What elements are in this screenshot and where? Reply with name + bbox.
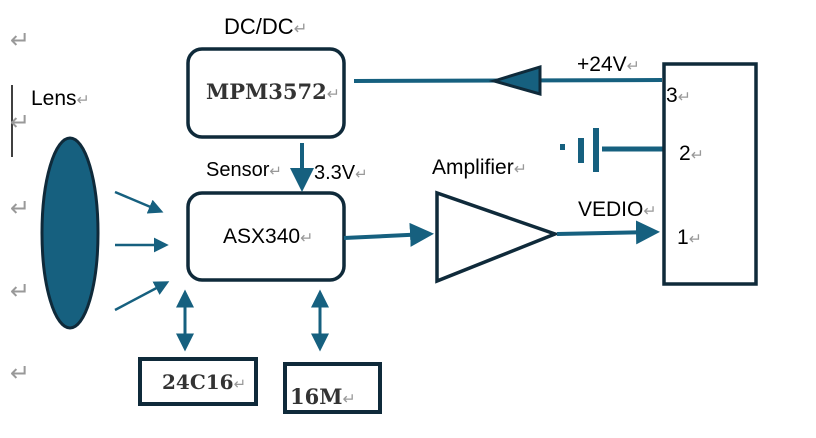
dcdc-box[interactable] [186,47,346,139]
power-arrow-24v-head [488,64,542,96]
paragraph-mark-icon: ↵ [326,84,340,103]
paragraph-mark-icon: ↵ [10,108,31,136]
asx340-label: ASX340↵ [223,226,313,247]
video-arrow-amp-to-connector [556,220,660,245]
paragraph-mark-icon: ↵ [690,145,704,164]
mpm3572-label-text: MPM3572 [206,79,327,104]
amplifier-label: Amplifier↵ [432,157,527,178]
paragraph-mark-icon: ↵ [300,228,314,247]
amplifier-symbol[interactable] [435,190,561,284]
mpm3572-label: MPM3572↵ [206,81,340,102]
pin-1-text: 1 [677,226,689,249]
light-arrow-bottom [114,281,170,312]
signal-arrow-sensor-to-amp [343,222,434,247]
flash-label: 16M↵ [290,386,356,407]
pin-2-label: 2↵ [679,143,704,164]
dcdc-label-text: DC/DC [224,14,294,39]
pin-3-text: 3 [666,84,678,107]
eeprom-label-text: 24C16 [162,370,234,394]
flash-box[interactable] [283,362,382,414]
lens-label: Lens↵ [31,88,90,109]
paragraph-mark-icon: ↵ [688,229,702,248]
flash-label-text: 16M [290,384,343,409]
amplifier-label-text: Amplifier [432,156,514,179]
paragraph-mark-icon: ↵ [355,165,368,183]
dcdc-label: DC/DC↵ [224,16,308,38]
ground-symbol-dot [560,144,565,150]
voltage-24v-text: +24V [577,53,627,76]
paragraph-mark-icon: ↵ [626,56,640,75]
lens-shape[interactable] [40,136,100,330]
video-label: VEDIO↵ [578,199,657,220]
connector-box[interactable] [662,62,758,286]
paragraph-mark-icon: ↵ [10,26,31,54]
sensor-label-text: Sensor [206,159,270,181]
video-label-text: VEDIO [578,198,644,221]
pin-2-text: 2 [679,142,691,165]
ground-symbol-long-plate [593,128,599,172]
paragraph-mark-icon: ↵ [269,162,282,180]
paragraph-mark-icon: ↵ [643,201,657,220]
paragraph-mark-icon: ↵ [10,194,31,222]
lens-label-text: Lens [31,87,77,110]
eeprom-label: 24C16↵ [162,372,246,392]
voltage-24v-label: +24V↵ [577,54,640,75]
paragraph-mark-icon: ↵ [342,389,356,408]
paragraph-mark-icon: ↵ [513,159,527,178]
paragraph-mark-icon: ↵ [293,19,308,38]
paragraph-mark-icon: ↵ [76,90,90,109]
sensor-label: Sensor↵ [206,160,282,180]
voltage-3v3-text: 3.3V [314,162,356,184]
asx340-label-text: ASX340 [223,225,301,248]
light-arrow-top [114,190,164,214]
ground-symbol-short-plate [578,138,584,163]
paragraph-mark-icon: ↵ [677,87,691,106]
eeprom-box[interactable] [138,357,258,406]
paragraph-mark-icon: ↵ [233,375,247,393]
paragraph-mark-icon: ↵ [10,277,31,305]
paragraph-mark-icon: ↵ [10,359,31,387]
pin-1-label: 1↵ [677,227,702,248]
pin-3-label: 3↵ [666,85,691,106]
voltage-3v3-label: 3.3V↵ [314,163,368,183]
